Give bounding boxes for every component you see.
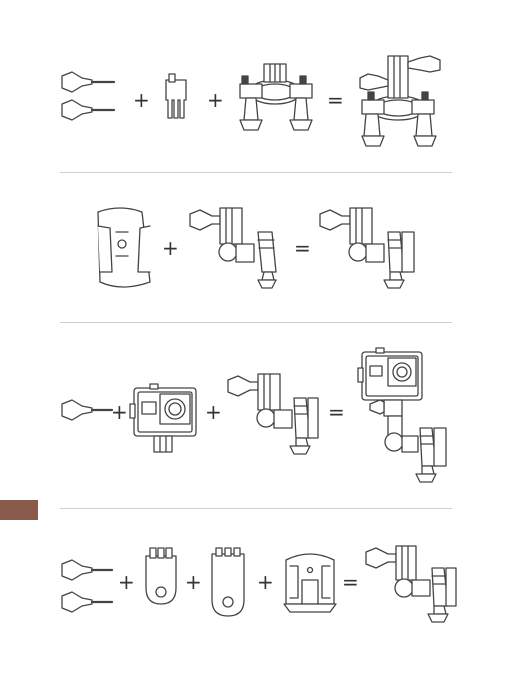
plus-sign: + [162,238,179,258]
three-prong-adapter-icon [166,74,186,118]
plus-sign: + [118,572,135,592]
plus-sign: + [207,90,224,110]
handlebar-clamp-icon [240,64,312,130]
page-tab [0,500,38,520]
equals-sign: = [328,402,345,422]
plus-sign: + [257,572,274,592]
quick-release-buckle-icon [284,554,336,612]
plus-sign: + [133,90,150,110]
helmet-mount-base-icon [98,208,150,287]
short-extension-adapter-icon [146,548,176,604]
plus-sign: + [205,402,222,422]
section-divider [60,322,452,323]
pivot-arm-icon [190,208,276,288]
thumb-screw-icon [62,400,112,420]
equals-sign: = [294,238,311,258]
equals-sign: = [327,90,344,110]
quick-release-assembled-icon [366,546,456,622]
thumb-screw-icon [62,560,112,580]
thumb-screw-icon [62,592,112,612]
camera-housing-icon [130,384,196,452]
equals-sign: = [342,572,359,592]
helmet-assembled-icon [320,208,414,288]
thumb-screw-icon [62,72,114,92]
section-divider [60,172,452,173]
plus-sign: + [111,402,128,422]
section-divider [60,508,452,509]
housing-assembled-icon [358,348,446,482]
pivot-arm-icon [228,374,318,454]
long-extension-adapter-icon [212,548,244,616]
handlebar-assembled-icon [360,56,440,146]
plus-sign: + [185,572,202,592]
thumb-screw-icon [62,100,114,120]
